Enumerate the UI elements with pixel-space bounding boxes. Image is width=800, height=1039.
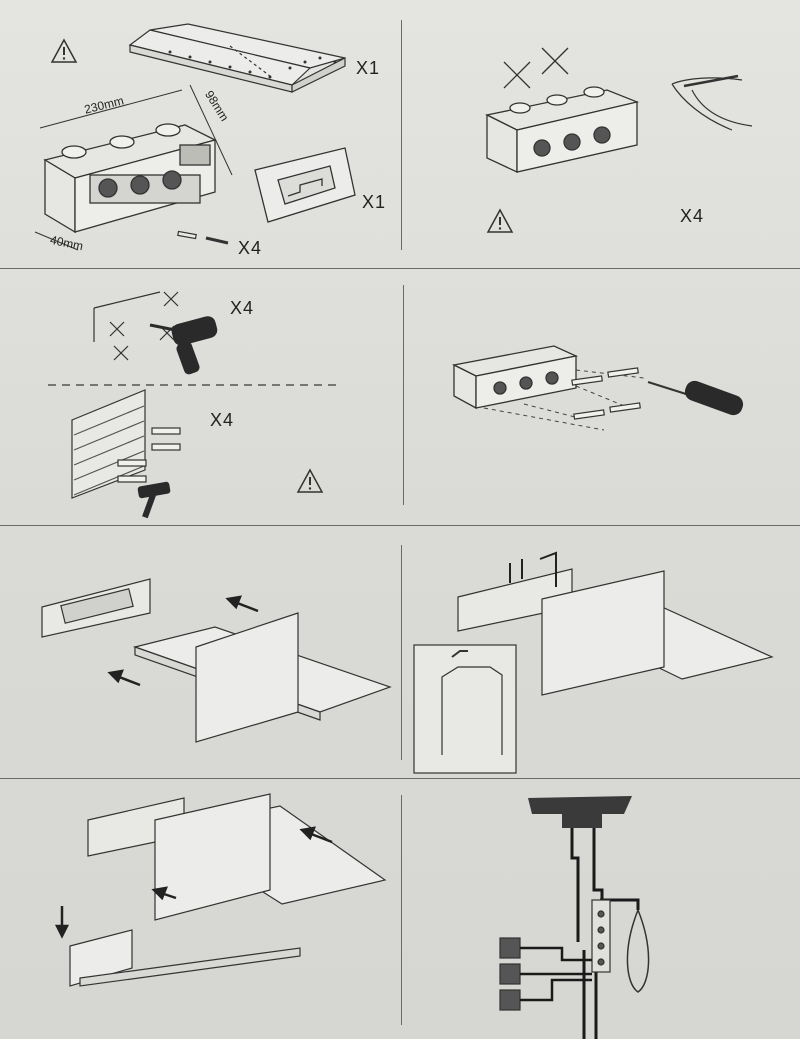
step-7-fit-cover (0, 780, 400, 1039)
column-divider (401, 545, 402, 760)
wall-box (41, 578, 151, 638)
step-5-drawing (41, 578, 392, 743)
arrow-icon (54, 826, 333, 939)
step-3-drill-wall: X4 X4 (0, 270, 400, 525)
step-5-insert-spout (0, 527, 400, 778)
qty-label: X1 (362, 192, 387, 212)
qty-label: X4 (210, 410, 235, 430)
qty-label: X4 (230, 298, 255, 318)
wall-section (71, 389, 146, 499)
valve-knobs (499, 937, 592, 1011)
column-divider (401, 20, 402, 250)
shower-head (528, 796, 632, 828)
arrow-icon (107, 595, 259, 687)
step-7-drawing (54, 793, 387, 987)
spout-plate (132, 612, 392, 743)
valve-box (43, 123, 217, 234)
warning-icon (486, 208, 514, 233)
row-divider (0, 525, 800, 526)
column-divider (403, 285, 404, 505)
dimension-lines (34, 84, 233, 251)
column-divider (401, 795, 402, 1025)
step-3-drawing (48, 291, 340, 519)
drill-icon (149, 316, 218, 375)
hammer-icon (137, 481, 171, 519)
step-1-parts: X1 X1 X4 230mm 98mm 40mm (0, 0, 400, 268)
spout-plate (128, 23, 346, 93)
step-8-connection-diagram (402, 780, 800, 1039)
valve-box (485, 86, 640, 174)
valve-box (451, 345, 579, 410)
cross-mark (503, 47, 569, 89)
qty-label: X4 (680, 206, 705, 226)
hand-pen-icon (671, 74, 753, 131)
step-6-drawing (413, 551, 774, 774)
hex-key-icon (509, 551, 557, 587)
drill-marks (93, 291, 179, 361)
detail-inset (413, 644, 517, 774)
step-6-tighten (402, 527, 800, 778)
row-divider (0, 778, 800, 779)
step-2-remove-caps: X4 (402, 0, 800, 268)
warning-icon (296, 468, 324, 493)
spout-plate (154, 793, 387, 921)
step-4-screw-box (404, 270, 800, 525)
step-4-drawing (451, 345, 744, 431)
row-divider (0, 268, 800, 269)
installed-spout (69, 929, 301, 987)
spout-plate (541, 570, 774, 696)
step-8-drawing (499, 796, 650, 1039)
hand-shower (626, 909, 650, 993)
qty-label: X1 (356, 58, 381, 78)
anchor-set (117, 427, 181, 483)
step-1-drawing (34, 23, 356, 251)
diverter-valve (591, 899, 611, 973)
screw-anchor-set (177, 230, 229, 245)
warning-icon (50, 38, 78, 63)
step-2-drawing (485, 47, 753, 233)
qty-label: X4 (238, 238, 263, 258)
screw-set (571, 367, 641, 420)
screwdriver-icon (647, 380, 744, 416)
cover-plate (254, 147, 356, 223)
